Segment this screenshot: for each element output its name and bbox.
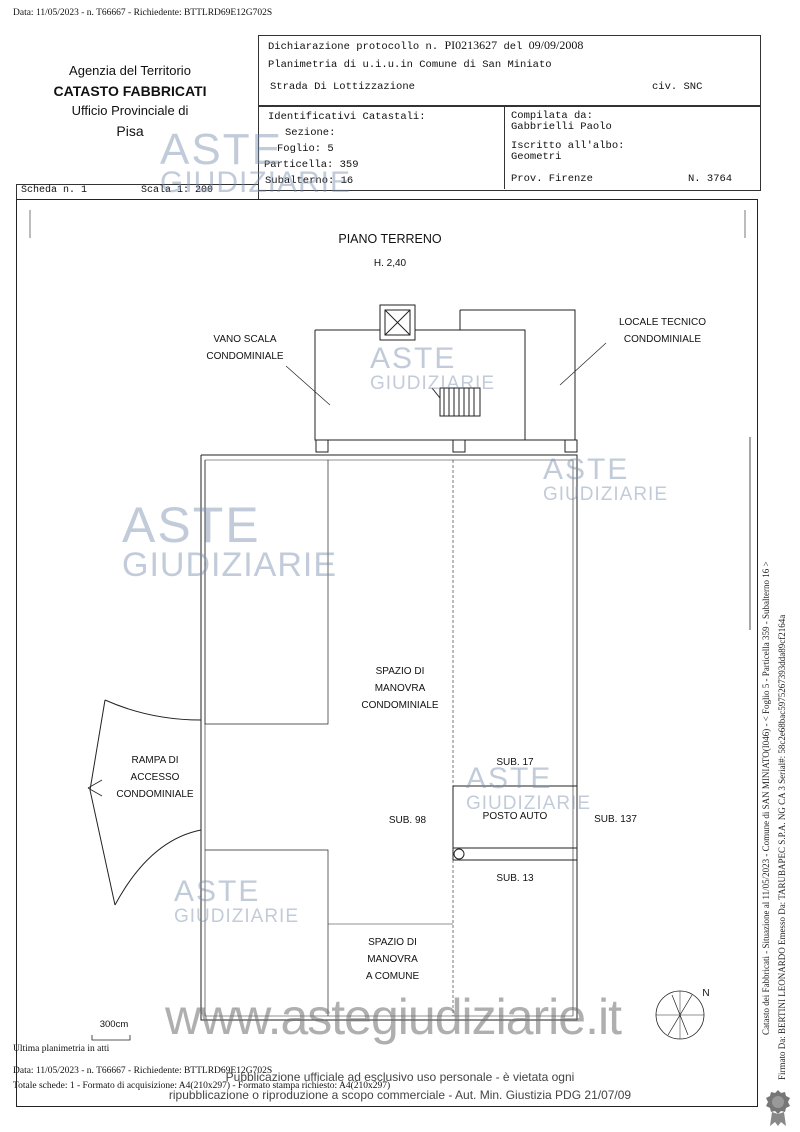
protocol-date: 09/09/2008 [528,38,584,52]
watermark-lower-line1: ASTE [174,875,261,908]
prov-label: Prov. Firenze [511,173,593,185]
del-label: del [503,41,523,53]
sub98-label: SUB. 98 [388,815,427,826]
watermark-right-line1: ASTE [543,453,630,486]
locale-tecnico-line1: LOCALE TECNICO [618,317,707,328]
header-box-top [258,35,761,107]
drawing-frame [16,199,758,1107]
spazio-comune-line2: MANOVRA [367,954,418,965]
watermark-left-line1: ASTE [122,497,261,553]
header-divider [504,105,505,189]
rampa-line1: RAMPA DI [131,755,179,766]
declaration-line: Dichiarazione protocollo n. PI0213627 de… [268,38,583,53]
vano-scala-line2: CONDOMINIALE [206,351,284,362]
spazio-manovra-line2: MANOVRA [374,683,426,694]
seal-icon [766,1090,790,1126]
rampa-label: RAMPA DI ACCESSO CONDOMINIALE [105,752,205,803]
agency-ufficio: Ufficio Provinciale di [71,103,189,118]
watermark-url: www.astegiudiziarie.it [165,989,622,1045]
posto-auto-label: POSTO AUTO [482,811,548,822]
spazio-manovra-line3: CONDOMINIALE [361,700,439,711]
compilata-label: Compilata da: [511,110,593,122]
footer-meta: Data: 11/05/2023 - n. T66667 - Richieden… [13,1066,273,1076]
sub137-label: SUB. 137 [594,814,637,825]
numero-label: N. 3764 [688,173,733,185]
watermark-header: ASTE GIUDIZIARIE [160,128,351,198]
north-label: N [702,988,710,999]
street-line: Strada Di Lottizzazione [270,81,415,93]
watermark-stair-line2: GIUDIZIARIE [370,373,496,394]
civ-line: civ. SNC [652,81,703,93]
watermark-lower: ASTE GIUDIZIARIE [174,875,300,927]
iscritto-label: Iscritto all'albo: [511,140,625,152]
publication-notice-2: ripubblicazione o riproduzione a scopo c… [168,1088,632,1102]
identificativi-label: Identificativi Catastali: [268,111,426,123]
watermark-center-line1: ASTE [466,762,553,795]
sub13-label: SUB. 13 [496,873,534,884]
spazio-comune-line1: SPAZIO DI [368,937,417,948]
spazio-comune-label: SPAZIO DI MANOVRA A COMUNE [340,934,445,985]
scheda-label: Scheda n. 1 [21,185,88,196]
side-text-firma: Firmato Da: BERTINI LEONARDO Emesso Da: … [777,614,787,1080]
watermark-right: ASTE GIUDIZIARIE [543,453,669,505]
watermark-right-line2: GIUDIZIARIE [543,484,669,505]
floor-height: H. 2,40 [373,258,407,269]
watermark-center: ASTE GIUDIZIARIE [466,762,592,814]
ultima-planimetria: Ultima planimetria in atti [13,1044,110,1054]
footer-totale: Totale schede: 1 - Formato di acquisizio… [13,1081,391,1091]
agency-block: Agenzia del Territorio CATASTO FABBRICAT… [40,62,220,142]
watermark-left-line2: GIUDIZIARIE [122,546,338,584]
scala-label: Scala 1: 200 [141,185,214,196]
spazio-comune-line3: A COMUNE [365,971,420,982]
albo-value: Geometri [511,151,562,163]
protocol-number: PI0213627 [444,38,498,52]
header-box-bottom [258,105,761,191]
spazio-manovra-label: SPAZIO DI MANOVRA CONDOMINIALE [340,663,460,714]
watermark-lower-line2: GIUDIZIARIE [174,906,300,927]
sub17-label: SUB. 17 [496,757,534,768]
watermark-stair: ASTE GIUDIZIARIE [370,342,496,394]
scale-bar-label: 300cm [99,1019,129,1030]
agency-name: Agenzia del Territorio [69,63,191,78]
vano-scala-label: VANO SCALA CONDOMINIALE [190,331,300,365]
publication-notice-1: Pubblicazione ufficiale ad esclusivo uso… [225,1070,575,1084]
watermark-header-line2: GIUDIZIARIE [160,166,352,199]
watermark-left: ASTE GIUDIZIARIE [122,500,337,582]
spazio-manovra-line1: SPAZIO DI [375,666,425,677]
top-meta: Data: 11/05/2023 - n. T66667 - Richieden… [13,8,273,18]
particella-label: Particella: 359 [264,159,359,171]
side-text-catasto: Catasto dei Fabbricati - Situazione al 1… [761,561,771,1035]
planimetry-line: Planimetria di u.i.u.in Comune di San Mi… [268,59,552,71]
watermark-stair-line1: ASTE [370,342,457,375]
floor-title: PIANO TERRENO [338,232,442,246]
sezione-label: Sezione: [285,127,336,139]
subalterno-label: Subalterno: 16 [265,175,354,187]
watermark-center-line2: GIUDIZIARIE [466,793,592,814]
locale-tecnico-line2: CONDOMINIALE [623,334,702,345]
agency-city: Pisa [116,123,144,139]
vano-scala-line1: VANO SCALA [213,334,277,345]
rampa-line3: CONDOMINIALE [116,789,194,800]
rampa-line2: ACCESSO [130,772,180,783]
declaration-label: Dichiarazione protocollo n. [268,41,439,53]
locale-tecnico-label: LOCALE TECNICO CONDOMINIALE [605,314,720,348]
compilatore-name: Gabbrielli Paolo [511,121,612,133]
foglio-label: Foglio: 5 [277,143,334,155]
agency-catasto: CATASTO FABBRICATI [53,83,207,99]
watermark-header-line1: ASTE [160,125,283,174]
